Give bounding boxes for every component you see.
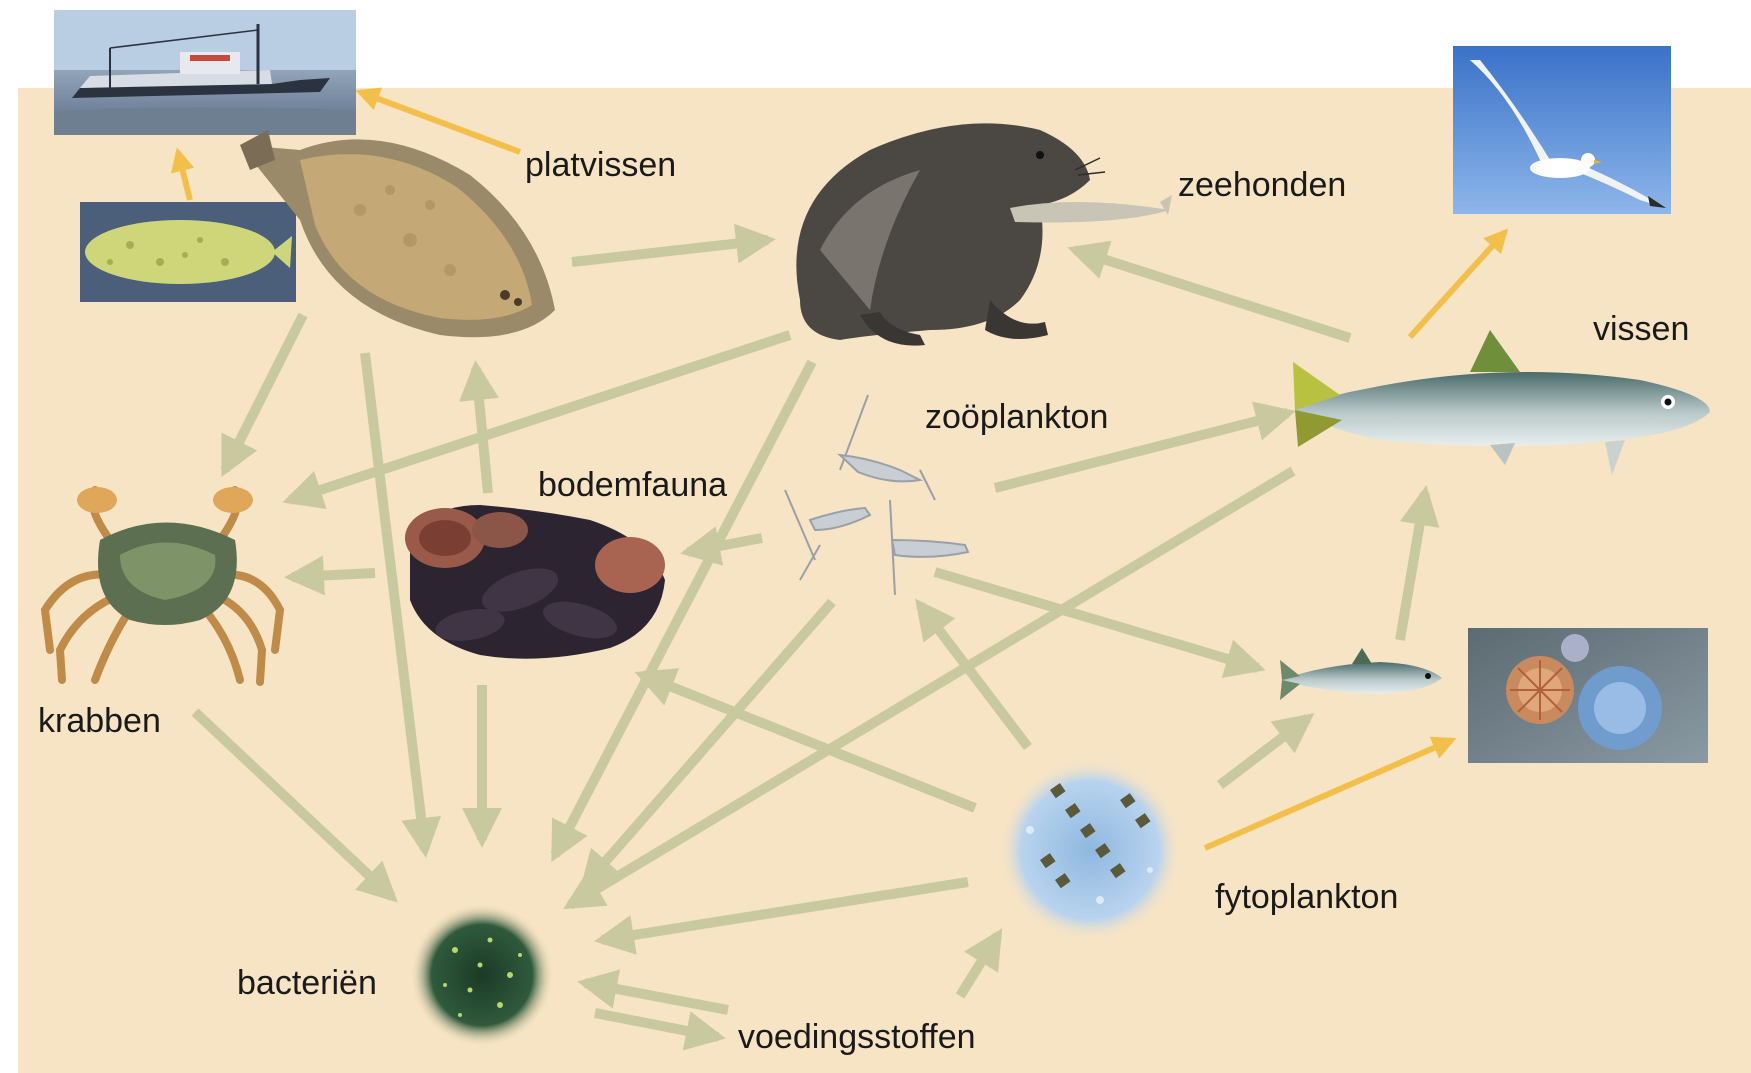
label-bodemfauna: bodemfauna — [538, 466, 727, 504]
bacteria-photo-icon — [410, 903, 554, 1047]
label-voedingsstoffen: voedingsstoffen — [738, 1018, 976, 1056]
sole-photo-icon — [80, 202, 296, 302]
label-zeehonden: zeehonden — [1178, 166, 1346, 204]
fishing-boat-photo-icon — [54, 10, 356, 135]
seagull-photo-icon — [1453, 46, 1671, 214]
label-bacterien: bacteriën — [237, 964, 377, 1002]
label-zooplankton: zoöplankton — [925, 398, 1108, 436]
label-vissen: vissen — [1593, 310, 1689, 348]
phytoplankton-photo-icon — [998, 758, 1182, 942]
jellyfish-photo-icon — [1468, 628, 1708, 763]
label-platvissen: platvissen — [525, 146, 676, 184]
label-fytoplankton: fytoplankton — [1215, 878, 1398, 916]
label-krabben: krabben — [38, 702, 161, 740]
arrow-benthic-to-crab — [292, 573, 375, 577]
